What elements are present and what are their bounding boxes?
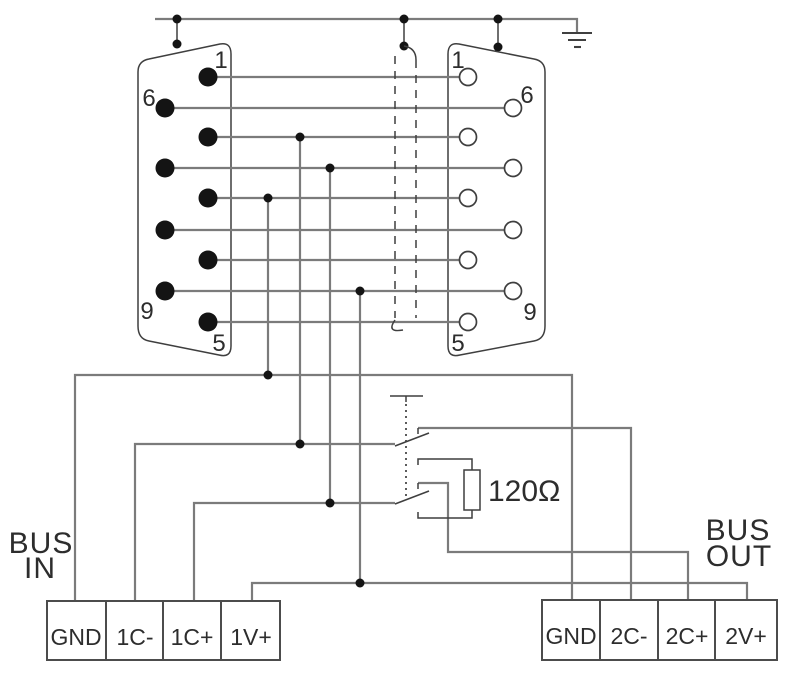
switch1-blade: [394, 432, 430, 447]
terminal-2v-plus: 2V+: [725, 623, 767, 649]
junction-dot: [493, 14, 503, 24]
resistor-bottom-lead: [417, 510, 473, 519]
left-pin1-label: 1: [214, 47, 227, 74]
junction-dot: [172, 14, 182, 24]
junction-dot: [399, 14, 409, 24]
bus-in-terminal-block: GND 1C- 1C+ 1V+: [46, 600, 281, 661]
left-pin-9: [155, 281, 175, 301]
left-pin-1: [198, 67, 218, 87]
left-connector-shell: [137, 42, 232, 357]
terminal-2c-minus: 2C-: [610, 623, 647, 649]
terminal-1c-minus: 1C-: [116, 624, 153, 650]
right-pin6-label: 6: [520, 82, 533, 109]
right-pin-6: [503, 98, 523, 118]
left-pin-2: [198, 127, 218, 147]
resistor-top-lead: [417, 458, 473, 470]
cable-shield: [391, 45, 417, 332]
terminal-gnd-in: GND: [50, 624, 101, 650]
junction-dot: [295, 439, 305, 449]
switch2-blade: [394, 490, 430, 505]
bus-out-block-outline: [541, 599, 778, 661]
left-pin-7: [155, 158, 175, 178]
c-minus-out-wire: [418, 426, 633, 600]
right-pin-7: [503, 158, 523, 178]
shield-top-curve: [403, 45, 417, 61]
c-minus-in-wire: [133, 442, 395, 601]
terminal-2c-plus: 2C+: [666, 623, 709, 649]
junction-dot: [355, 286, 365, 296]
resistor-value-label: 120Ω: [488, 475, 560, 508]
ground-bus-wire: [155, 17, 579, 33]
termination-switch: [390, 395, 430, 505]
shield-bottom-curve: [391, 319, 404, 332]
left-pin9-label: 9: [140, 298, 153, 325]
junction-dot: [493, 42, 503, 52]
junction-dot: [295, 132, 305, 142]
right-pin-1: [458, 67, 478, 87]
bus-out-line2: OUT: [706, 540, 772, 573]
right-pin9-label: 9: [523, 299, 536, 326]
right-pin-5: [458, 312, 478, 332]
junction-dot: [263, 370, 273, 380]
left-pin-5: [198, 312, 218, 332]
junction-dot: [172, 39, 182, 49]
right-pin-2: [458, 127, 478, 147]
bus-out-caption: BUS OUT: [706, 514, 772, 573]
left-pin-4: [198, 250, 218, 270]
left-pin5-label: 5: [212, 330, 225, 357]
earth-ground-icon: [562, 31, 592, 49]
left-pin6-label: 6: [142, 85, 155, 112]
right-pin-4: [458, 250, 478, 270]
right-pin-8: [503, 220, 523, 240]
c-plus-in-wire: [192, 501, 395, 601]
gnd-bus-wire: [73, 373, 574, 601]
left-pin-3: [198, 188, 218, 208]
junction-dot: [325, 498, 335, 508]
left-pin-8: [155, 220, 175, 240]
right-pin5-label: 5: [451, 330, 464, 357]
bus-out-line1: BUS: [706, 514, 771, 547]
termination-resistor: 120Ω: [417, 458, 560, 519]
right-pin-9: [503, 281, 523, 301]
right-pin-3: [458, 188, 478, 208]
bus-in-line2: IN: [24, 552, 56, 585]
terminal-1c-plus: 1C+: [171, 624, 214, 650]
junction-dot: [325, 163, 335, 173]
terminal-gnd-out: GND: [545, 623, 596, 649]
right-connector-shell: [447, 42, 546, 357]
junction-dot: [355, 578, 365, 588]
bus-in-caption: BUS IN: [9, 527, 74, 585]
bus-out-terminal-block: GND 2C- 2C+ 2V+: [541, 599, 778, 661]
c-plus-out-wire: [418, 481, 690, 600]
right-pin1-label: 1: [451, 47, 464, 74]
junction-dot: [263, 193, 273, 203]
bus-in-line1: BUS: [9, 527, 74, 560]
terminal-1v-plus: 1V+: [230, 624, 272, 650]
v-plus-wire: [250, 581, 749, 601]
left-pin-6: [155, 98, 175, 118]
resistor-body: [463, 469, 481, 511]
